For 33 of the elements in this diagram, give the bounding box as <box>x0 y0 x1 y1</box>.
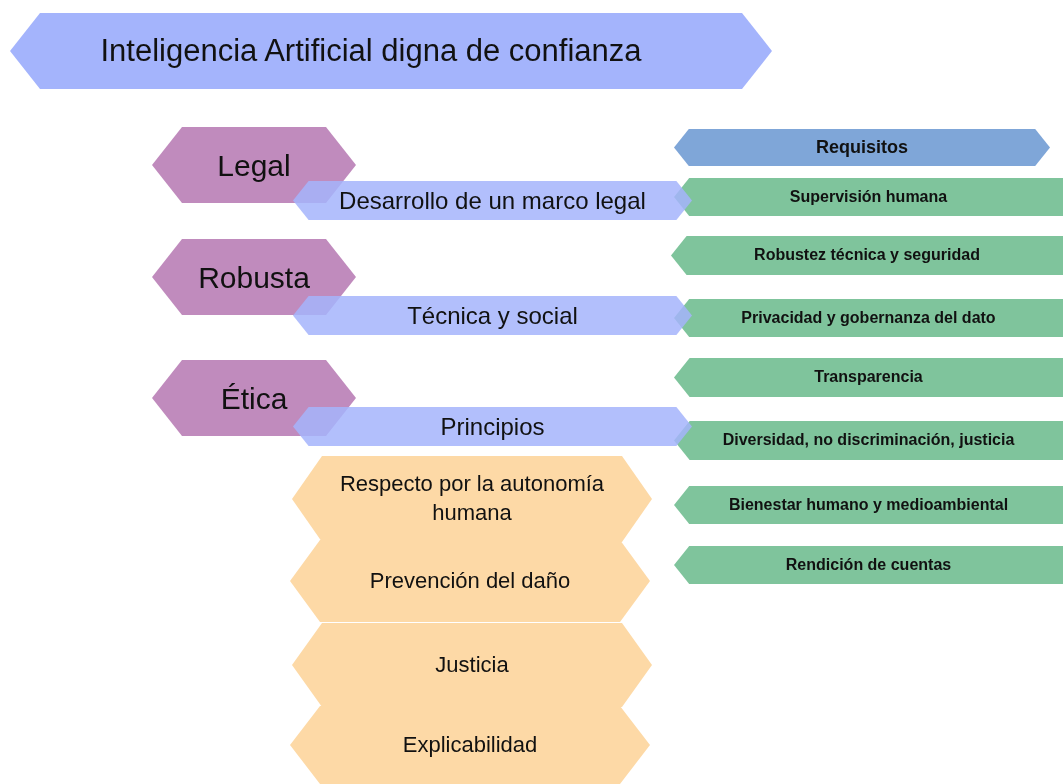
banner-text: Diversidad, no discriminación, justicia <box>722 430 1015 451</box>
title-banner <box>10 13 772 89</box>
principle-hexagon <box>292 456 652 542</box>
banner-text: Supervisión humana <box>789 186 948 207</box>
requirement-banner <box>674 486 1063 524</box>
banner-text: Requisitos <box>816 135 908 159</box>
requirement-banner <box>671 236 1063 275</box>
banner-text: Legal <box>217 147 291 184</box>
header-banner <box>674 129 1050 166</box>
requirement-banner <box>674 546 1063 584</box>
principle-hexagon <box>292 623 652 707</box>
banner-text: Bienestar humano y medioambiental <box>728 494 1009 515</box>
banner-text: Inteligencia Artificial digna de confianza <box>100 31 642 70</box>
subtitle-banner <box>293 407 692 446</box>
banner-text: Robusta <box>198 259 310 296</box>
subtitle-banner <box>293 296 692 335</box>
banner-text: Respecto por la autonomía humana <box>338 470 606 527</box>
banner-text: Explicabilidad <box>402 730 538 759</box>
requirement-banner <box>674 358 1063 397</box>
banner-text: Ética <box>220 380 288 417</box>
banner-text: Rendición de cuentas <box>785 554 952 575</box>
principle-hexagon <box>290 540 650 622</box>
category-hexagon <box>152 239 356 315</box>
banner-text: Técnica y social <box>407 300 578 331</box>
banner-text: Desarrollo de un marco legal <box>339 185 646 216</box>
principle-hexagon <box>290 706 650 784</box>
subtitle-banner <box>293 181 692 220</box>
banner-text: Privacidad y gobernanza del dato <box>741 307 996 328</box>
banner-text: Prevención del daño <box>369 566 571 595</box>
banner-text: Principios <box>440 411 545 442</box>
banner-text: Transparencia <box>814 367 923 388</box>
banner-text: Robustez técnica y seguridad <box>754 245 980 266</box>
banner-text: Justicia <box>435 650 509 679</box>
